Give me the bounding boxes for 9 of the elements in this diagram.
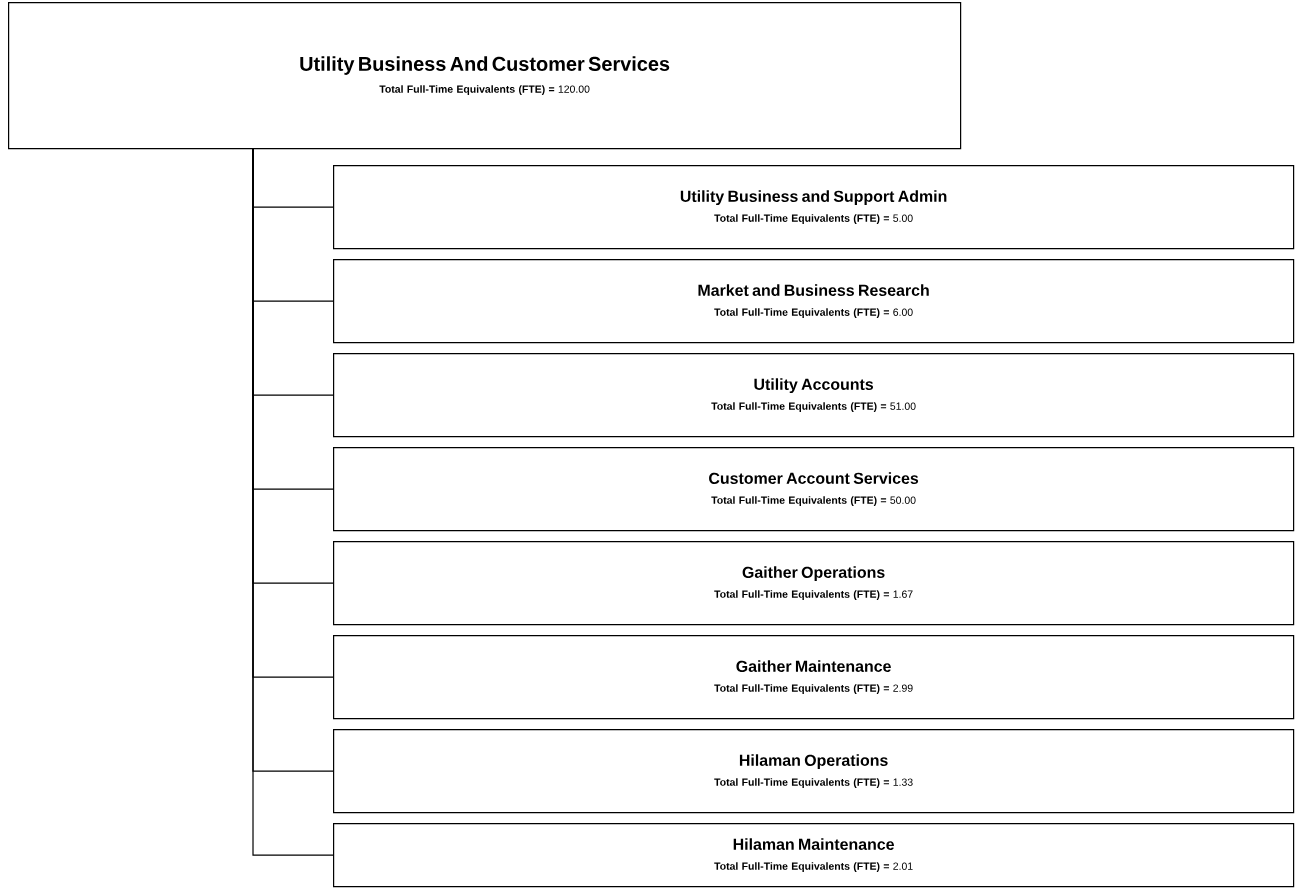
org-box: Market and Business Research Total Full-Time Equivalents (FTE) = 6.00 <box>333 259 1295 344</box>
org-box: Gaither Maintenance Total Full-Time Equivalents (FTE) = 2.99 <box>333 635 1295 720</box>
org-box: Hilaman Maintenance Total Full-Time Equivalents (FTE) = 2.01 <box>333 823 1295 888</box>
org-box: Utility Business and Support Admin Total Full-Time Equivalents (FTE) = 5.00 <box>333 165 1295 250</box>
org-box: Gaither Operations Total Full-Time Equivalents (FTE) = 1.67 <box>333 541 1295 626</box>
org-box: Utility Business And Customer Services Total Full-Time Equivalents (FTE) = 120.00 <box>8 2 962 150</box>
org-box: Utility Accounts Total Full-Time Equivalents (FTE) = 51.00 <box>333 353 1295 438</box>
org-box: Hilaman Operations Total Full-Time Equivalents (FTE) = 1.33 <box>333 729 1295 814</box>
org-box: Customer Account Services Total Full-Time Equivalents (FTE) = 50.00 <box>333 447 1295 532</box>
